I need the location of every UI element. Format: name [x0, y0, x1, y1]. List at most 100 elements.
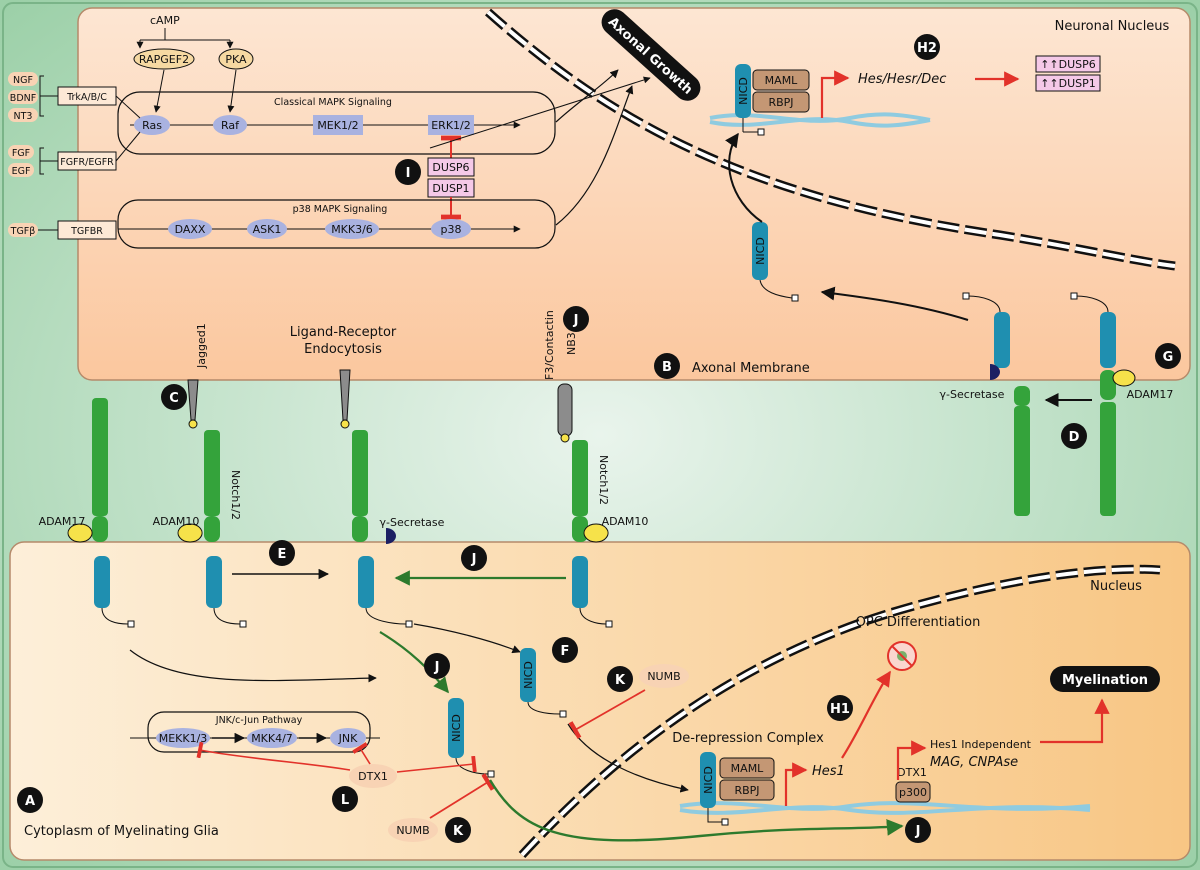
adam17-left-label: ADAM17: [39, 515, 86, 528]
dtx1-bottom-label: DTX1: [897, 766, 927, 779]
badge-e: [269, 540, 295, 566]
classical-mapk-label: Classical MAPK Signaling: [274, 97, 392, 108]
glia-maml: [719, 757, 775, 779]
mkk47-node: [247, 728, 297, 748]
jagged1-head: [188, 419, 198, 429]
nicd-to-neuronal-nucleus: [725, 132, 763, 223]
p300-node: [895, 781, 931, 803]
badge-h2-label: H2: [917, 41, 937, 56]
right-notch-uncleaved: [1070, 292, 1116, 516]
glial-nuclear-envelope-inner: [520, 567, 1161, 857]
endocytosed-ligand-head: [340, 419, 350, 429]
badge-b: [654, 353, 680, 379]
dtx1-inhibits-jnk: [352, 742, 371, 765]
nicd-to-f: [413, 623, 521, 654]
jnk-label: JNK: [338, 732, 358, 745]
daxx-label: DAXX: [175, 223, 206, 236]
gamma-secretase-bottom-label: γ-Secretase: [380, 516, 445, 529]
neuron-transcription-arrow: [820, 70, 850, 118]
ligand-receptor-label: Ligand-Receptor: [290, 325, 397, 340]
mag-cnpase-label: MAG, CNPAse: [930, 755, 1018, 770]
badge-k1: [607, 666, 633, 692]
numb-upper: [639, 664, 689, 688]
trk-label: TrkA/B/C: [66, 92, 107, 103]
glia-rbpj-label: RBPJ: [734, 784, 759, 797]
classical-mapk-box: [117, 91, 556, 155]
p300-label: p300: [899, 786, 927, 799]
hes1-independent-to-myelination: [1040, 698, 1110, 744]
mapk-to-growth: [429, 76, 651, 149]
tgfbr-label: TGFBR: [70, 226, 103, 237]
neuron-maml-label: MAML: [765, 74, 799, 87]
adam17-left: [67, 523, 93, 543]
ask1-label: ASK1: [253, 223, 282, 236]
tgfb-ligand: [8, 223, 38, 237]
gamma-secretase-top: [990, 364, 1000, 380]
curved-to-nicd: [129, 649, 377, 683]
neuron-dna-strand-b: [709, 117, 931, 128]
dtx1-label: DTX1: [358, 770, 388, 783]
raf-label: Raf: [221, 119, 240, 132]
dusp1-up-label: ↑↑DUSP1: [1040, 77, 1096, 90]
badge-f-label: F: [561, 644, 570, 659]
neuron-nicd-label: NICD: [737, 77, 750, 105]
svg-text:EGF: EGF: [12, 166, 31, 177]
erk12-node: [428, 115, 474, 135]
fgfr-to-ras: [115, 131, 141, 162]
nicd-green-arrow: [379, 631, 449, 694]
badge-i: [395, 159, 421, 185]
mkk36-label: MKK3/6: [331, 223, 373, 236]
neuron-maml: [752, 69, 810, 91]
hes-hesr-dec-label: Hes/Hesr/Dec: [858, 72, 946, 87]
gamma-secretase-bottom: [386, 528, 396, 544]
svg-text:NGF: NGF: [13, 75, 33, 86]
badge-g: [1155, 343, 1181, 369]
badge-d: [1061, 423, 1087, 449]
glia-cytoplasm-region: [9, 541, 1191, 861]
badge-b-label: B: [662, 360, 672, 375]
adam10-right-label: ADAM10: [602, 515, 649, 528]
glia-nicd-f: [520, 648, 536, 702]
neuron-rbpj: [752, 91, 810, 113]
axonal-membrane-label: Axonal Membrane: [692, 361, 810, 376]
neuron-nicd-free-label: NICD: [754, 237, 767, 265]
myelination-label: Myelination: [1062, 673, 1148, 688]
dtx1-node: [349, 764, 397, 788]
badge-j4: [905, 817, 931, 843]
pka-label: PKA: [225, 53, 247, 66]
badge-i-label: I: [406, 166, 411, 181]
notch-receptor-4: [572, 440, 613, 628]
glia-nicd-f-tail-end: [559, 710, 567, 718]
neuron-nicd-free: [752, 222, 768, 280]
nicd-release-arrow: [820, 286, 969, 321]
endocytosis-label: Endocytosis: [304, 342, 382, 357]
ask1-node: [247, 219, 287, 239]
p38-to-growth: [555, 85, 634, 226]
badge-l: [332, 786, 358, 812]
dusp6-node: [427, 157, 475, 177]
svg-text:NT3: NT3: [14, 111, 33, 122]
adam17-top: [1112, 369, 1136, 387]
neuron-nicd-free-tail-end: [791, 294, 799, 302]
badge-k2: [445, 817, 471, 843]
notch-receptor-1: [92, 398, 135, 628]
gamma-secretase-top-label: γ-Secretase: [940, 388, 1005, 401]
notch-receptor-2: [204, 430, 247, 628]
rapgef2-label: RAPGEF2: [139, 53, 189, 66]
badge-e-label: E: [278, 547, 287, 562]
notch-receptor-3: [352, 430, 413, 628]
svg-text:FGF: FGF: [12, 148, 30, 159]
badge-j3-label: J: [434, 660, 440, 675]
p38-mapk-box: [117, 199, 556, 249]
ras-label: Ras: [142, 119, 162, 132]
raf-node: [213, 115, 247, 135]
opc-cross: [891, 645, 913, 667]
badge-k1-label: K: [615, 673, 626, 688]
camp-label: cAMP: [150, 14, 180, 27]
axonal-membrane-region: [77, 7, 1191, 381]
mekk13-label: MEKK1/3: [159, 732, 208, 745]
fgfr-label: FGFR/EGFR: [60, 157, 114, 168]
tgfbr-receptor: [57, 220, 117, 240]
erk-to-growth: [555, 69, 619, 123]
